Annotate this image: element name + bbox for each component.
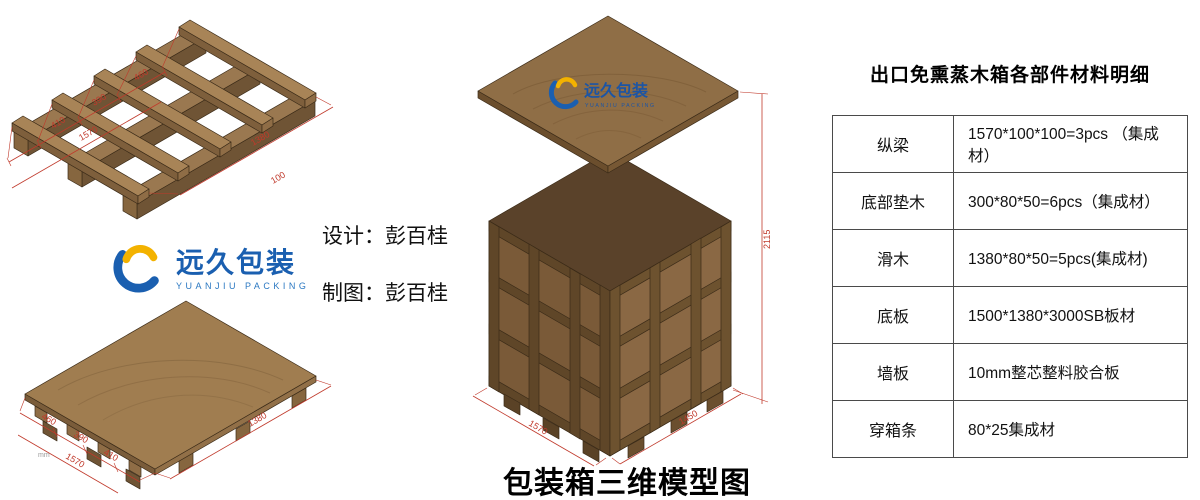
part-name-cell: 底部垫木 <box>832 172 954 230</box>
materials-panel: 出口免熏蒸木箱各部件材料明细 纵梁 1570*100*100=3pcs （集成材… <box>832 60 1188 458</box>
part-spec-cell: 1380*80*50=5pcs(集成材) <box>953 229 1188 287</box>
dim-label: 1570 <box>64 451 86 470</box>
part-spec-cell: 80*25集成材 <box>953 400 1188 458</box>
logo-swirl-icon <box>106 236 168 303</box>
unit-note: mm <box>38 452 50 459</box>
lid-logo-subtitle: YUANJIU PACKING <box>585 103 656 109</box>
part-spec-cell: 1570*100*100=3pcs （集成材） <box>953 115 1188 173</box>
lid-logo: 远久包装 YUANJIU PACKING <box>548 77 656 110</box>
table-row: 滑木 1380*80*50=5pcs(集成材) <box>832 229 1188 287</box>
materials-table-title: 出口免熏蒸木箱各部件材料明细 <box>869 65 1150 86</box>
crate-lid <box>477 15 739 174</box>
crate-battens-left <box>488 220 611 457</box>
crate-skids <box>503 390 724 463</box>
draftsman-credit: 制图：彭百桂 <box>322 282 448 305</box>
part-name-cell: 纵梁 <box>832 115 954 173</box>
crate-drawing: 远久包装 YUANJIU PACKING 2115 1450 1570 <box>472 15 772 467</box>
crate-battens-right <box>609 220 732 457</box>
page-title: 包装箱三维模型图 <box>503 467 751 500</box>
table-row: 纵梁 1570*100*100=3pcs （集成材） <box>832 115 1188 173</box>
materials-table: 纵梁 1570*100*100=3pcs （集成材） 底部垫木 300*80*5… <box>832 115 1188 458</box>
part-name-cell: 墙板 <box>832 343 954 401</box>
part-name-cell: 底板 <box>832 286 954 344</box>
pallet-deck-board <box>24 300 317 476</box>
logo-name: 远久包装 <box>176 246 297 278</box>
part-name-cell: 穿箱条 <box>832 400 954 458</box>
credits: 设计：彭百桂 制图：彭百桂 <box>322 220 448 307</box>
part-spec-cell: 10mm整芯整料胶合板 <box>953 343 1188 401</box>
dim-label: 100 <box>269 170 287 186</box>
table-row: 底板 1500*1380*3000SB板材 <box>832 286 1188 344</box>
pallet-frame-slats <box>11 19 317 205</box>
company-logo: 远久包装 YUANJIU PACKING <box>106 236 309 303</box>
table-row: 墙板 10mm整芯整料胶合板 <box>832 343 1188 401</box>
designer-credit: 设计：彭百桂 <box>322 225 448 248</box>
part-spec-cell: 300*80*50=6pcs（集成材） <box>953 172 1188 230</box>
crate-dimensions: 2115 1450 1570 <box>472 91 772 467</box>
pallet-deck-understructure <box>34 387 307 490</box>
part-name-cell: 滑木 <box>832 229 954 287</box>
table-row: 底部垫木 300*80*50=6pcs（集成材） <box>832 172 1188 230</box>
pallet-frame-drawing: 460 390 410 1570 1380 100 <box>6 19 334 220</box>
lid-logo-name: 远久包装 <box>584 81 648 100</box>
table-row: 穿箱条 80*25集成材 <box>832 400 1188 458</box>
part-spec-cell: 1500*1380*3000SB板材 <box>953 286 1188 344</box>
pallet-deck-drawing: 460 390 410 1570 1380 <box>18 300 332 494</box>
dim-label: 2115 <box>762 230 772 249</box>
logo-subtitle: YUANJIU PACKING <box>176 281 310 292</box>
